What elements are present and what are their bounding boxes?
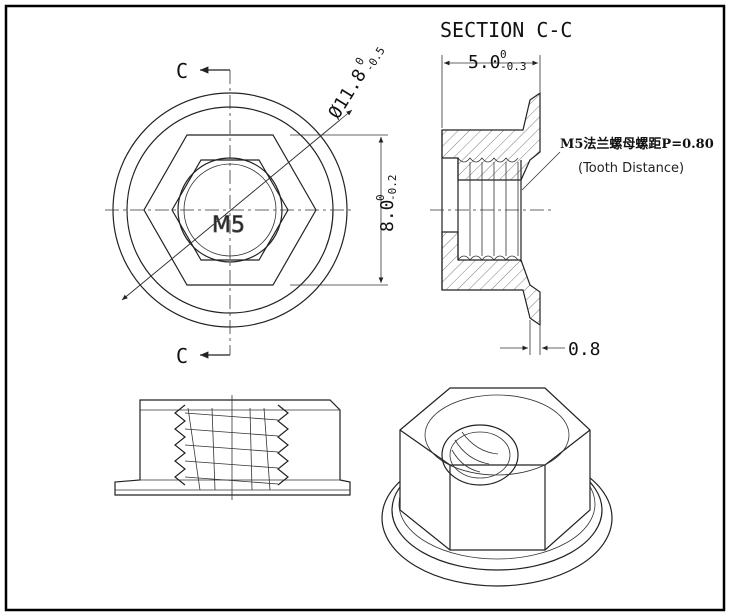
across-flats-lower-tol: -0.2	[386, 175, 399, 202]
flange-thickness-value: 0.8	[568, 339, 601, 360]
pitch-note-english: (Tooth Distance)	[578, 161, 684, 176]
across-flats-value: 8.0	[377, 199, 398, 232]
across-flats-upper-tol: 0	[374, 194, 387, 201]
front-view	[105, 66, 388, 359]
isometric-view	[381, 387, 613, 587]
section-view	[430, 55, 565, 355]
thickness-upper-tol: 0	[500, 48, 507, 61]
side-view	[114, 395, 351, 500]
pitch-note: M5法兰螺母螺距P=0.80	[560, 136, 714, 152]
thickness-lower-tol: -0.3	[500, 60, 527, 73]
section-title: SECTION C-C	[440, 18, 572, 42]
diameter-lower-tol: -0.5	[363, 45, 388, 74]
diameter-value: Ø11.8	[324, 66, 371, 123]
drawing-border	[4, 4, 726, 612]
section-marker-top: C	[176, 59, 188, 83]
section-marker-bottom: C	[176, 344, 188, 368]
thickness-value: 5.0	[468, 52, 501, 73]
thread-size-label: M5	[212, 213, 245, 238]
